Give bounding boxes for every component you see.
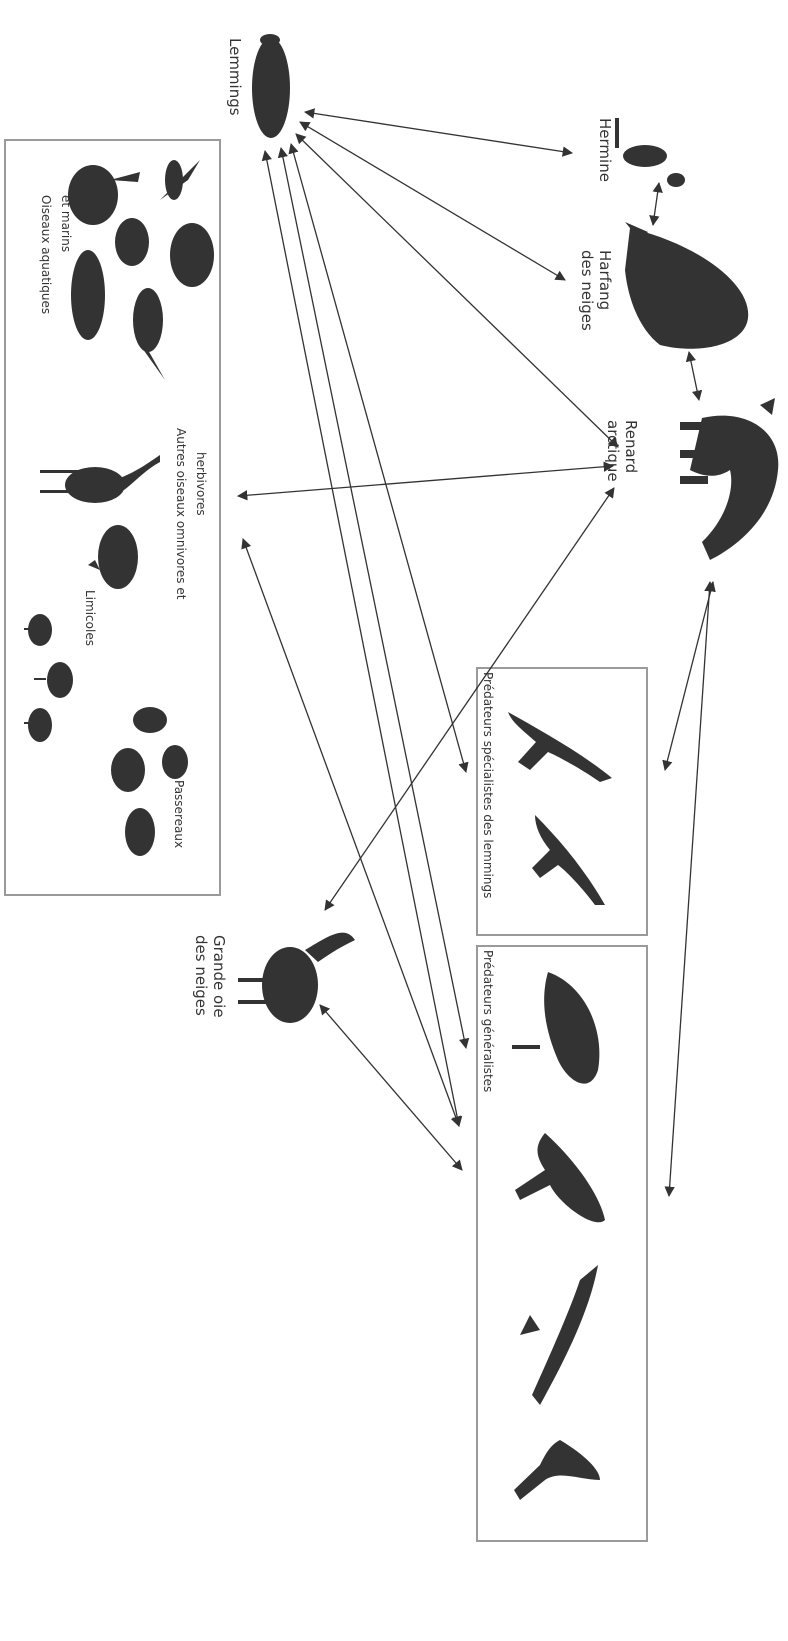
ermine-silhouette: [615, 118, 685, 187]
arrow-renard-oie: [325, 488, 614, 910]
label-harfang-line1: Harfang: [596, 250, 614, 310]
label-specialist-predators: Prédateurs spécialistes des lemmings: [481, 672, 495, 898]
generalist-predator-silhouettes: [512, 972, 605, 1500]
label-generalist-predators: Prédateurs généralistes: [481, 950, 495, 1092]
arctic-fox-silhouette: [680, 398, 778, 560]
label-oie-line2: des neiges: [192, 935, 210, 1016]
label-aquatic-birds: Oiseaux aquatiques et marins: [39, 195, 73, 314]
label-oie-line1: Grande oie: [210, 935, 228, 1018]
arrow-renard-birds: [238, 466, 613, 496]
arrow-harfang-renard: [689, 352, 699, 400]
arrow-hermine-harfang: [653, 183, 659, 225]
label-shorebirds: Limicoles: [83, 590, 97, 646]
label-lemmings: Lemmings: [226, 38, 244, 116]
omnivore-birds-silhouettes: [40, 455, 160, 589]
label-renard-line2: arctique: [604, 420, 622, 482]
specialist-predators-box: [477, 668, 647, 935]
label-renard: Renard arctique: [604, 420, 640, 482]
lemming-silhouette: [252, 34, 290, 138]
arrow-renard-specialists: [665, 582, 713, 770]
arrow-lemmings-specialists: [291, 144, 466, 772]
label-harfang-line2: des neiges: [578, 250, 596, 331]
label-passerines: Passereaux: [172, 780, 186, 848]
shorebirds-silhouettes: [24, 614, 73, 742]
arrow-birds-generalists: [243, 539, 459, 1126]
label-hermine: Hermine: [596, 118, 614, 182]
arrow-oie-generalists: [320, 1005, 462, 1170]
snowy-owl-silhouette: [625, 222, 748, 349]
label-oie: Grande oie des neiges: [192, 935, 228, 1018]
arrow-lemmings-renard: [296, 134, 618, 447]
label-omnivores: Autres oiseaux omnivores et herbivores: [174, 428, 208, 600]
specialist-predator-silhouettes: [508, 712, 612, 905]
label-omnivores-line1: Autres oiseaux omnivores et: [174, 428, 188, 600]
snow-goose-silhouette: [238, 933, 355, 1023]
arrow-lemmings-generalists-a: [281, 148, 466, 1048]
label-aquatic-line2: et marins: [59, 195, 73, 252]
aquatic-birds-silhouettes: [68, 160, 214, 380]
label-omnivores-line2: herbivores: [194, 452, 208, 516]
label-aquatic-line1: Oiseaux aquatiques: [39, 195, 53, 314]
label-renard-line1: Renard: [622, 420, 640, 473]
arrow-lemmings-hermine: [305, 112, 572, 153]
label-harfang: Harfang des neiges: [578, 250, 614, 331]
